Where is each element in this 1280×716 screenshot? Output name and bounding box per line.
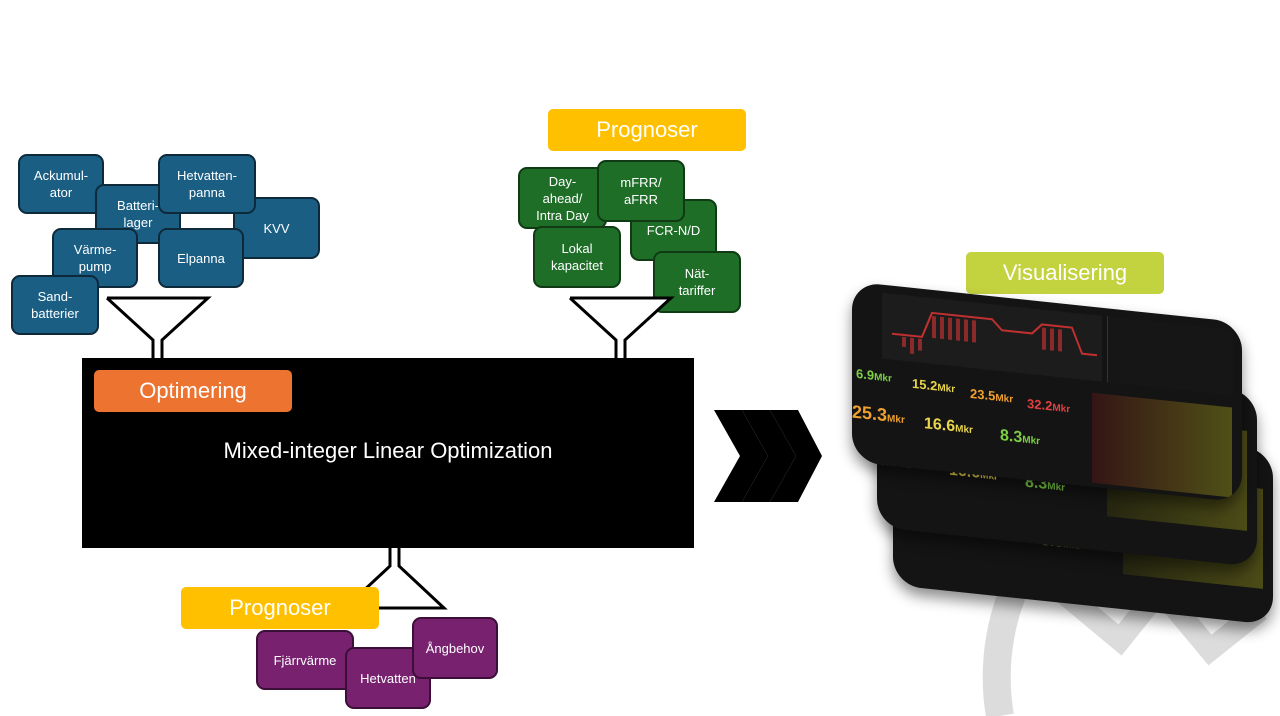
funnel-markets-icon [568,296,675,358]
visualisering-label: Visualisering [966,252,1164,294]
dashboard-card-front: 6.9Mkr 15.2Mkr 23.5Mkr 32.2Mkr 25.3Mkr 1… [852,281,1242,503]
kpi-unit: Mkr [874,371,892,385]
market-tile-lokal-kapacitet: Lokal kapacitet [533,226,621,288]
optimization-method-text: Mixed-integer Linear Optimization [223,438,553,463]
resource-tile-hetvattenpanna: Hetvatten- panna [158,154,256,214]
kpi-unit: Mkr [1022,434,1041,448]
kpi-value: 16.6 [924,415,956,436]
dashboard-bar-chart [882,292,1102,382]
kpi-value: 15.2 [912,375,938,394]
demand-prognoser-label: Prognoser [181,587,379,629]
kpi-value: 6.9 [856,365,875,383]
kpi-unit: Mkr [995,392,1014,406]
kpi-unit: Mkr [1052,402,1071,416]
demand-tile-angbehov: Ångbehov [412,617,498,679]
kpi-unit: Mkr [955,423,973,437]
markets-prognoser-label: Prognoser [548,109,746,151]
kpi-value: 25.3 [852,401,888,426]
market-tile-mfrr: mFRR/ aFRR [597,160,685,222]
kpi-value: 32.2 [1027,395,1053,414]
optimering-label: Optimering [94,370,292,412]
kpi-unit: Mkr [887,413,905,427]
kpi-unit: Mkr [937,382,956,396]
demand-tile-fjarrvarme: Fjärrvärme [256,630,354,690]
market-tile-day-ahead: Day- ahead/ Intra Day [518,167,607,229]
resource-tile-ackumulator: Ackumul- ator [18,154,104,214]
chevron-arrows-icon [714,410,822,502]
resource-tile-elpanna: Elpanna [158,228,244,288]
resource-tile-sandbatterier: Sand- batterier [11,275,99,335]
kpi-value: 8.3 [1000,427,1023,447]
funnel-resources-icon [105,296,212,358]
kpi-value: 23.5 [970,385,996,404]
